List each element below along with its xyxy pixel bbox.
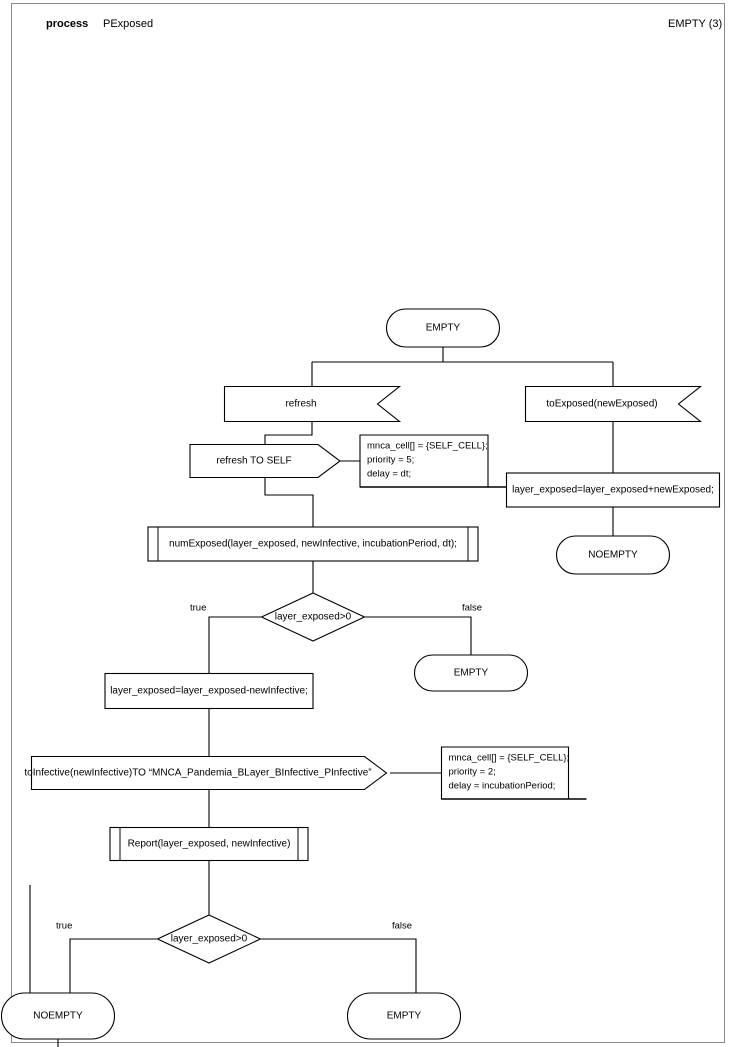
edge-e-d1-true: [208, 616, 261, 673]
node-label: layer_exposed=layer_exposed+newExposed;: [512, 485, 714, 496]
edge-e-self-to-numexp: [264, 478, 314, 527]
note-line: delay = incubationPeriod;: [449, 781, 556, 792]
nodes-layer: EMPTY refresh toExposed(newExposed) refresh…: [1, 308, 721, 1040]
node-label: EMPTY: [387, 1011, 422, 1022]
node-label: EMPTY: [454, 668, 489, 679]
edge-e-d1-false: [365, 616, 472, 655]
node-note-infective[interactable]: mnca_cell[] = {SELF_CELL}; priority = 2; d…: [440, 746, 587, 800]
node-decision-2[interactable]: layer_exposed>0: [156, 914, 262, 964]
edge-e-d2-true: [69, 938, 157, 993]
node-label: refresh: [285, 399, 316, 410]
node-label: EMPTY: [426, 323, 461, 334]
edge-e-start-split: [311, 347, 614, 386]
node-toexposed[interactable]: toExposed(newExposed): [524, 385, 703, 423]
header-process-name: PExposed: [103, 18, 154, 30]
note-line: priority = 5;: [367, 455, 414, 466]
header-status: EMPTY (3): [668, 18, 723, 30]
node-numexposed[interactable]: numExposed(layer_exposed, newInfective, …: [147, 526, 479, 562]
edges-layer: [29, 347, 614, 1047]
node-note-refresh[interactable]: mnca_cell[] = {SELF_CELL}; priority = 5; d…: [359, 434, 506, 488]
node-refresh-to-self[interactable]: refresh TO SELF: [189, 443, 341, 479]
node-label: toExposed(newExposed): [546, 399, 657, 410]
header-kind: process: [46, 18, 89, 30]
note-line: mnca_cell[] = {SELF_CELL};: [449, 753, 570, 764]
page-border: [11, 3, 725, 1043]
note-line: delay = dt;: [367, 469, 411, 480]
node-noempty-bottom[interactable]: NOEMPTY: [1, 992, 115, 1040]
node-refresh[interactable]: refresh: [223, 385, 402, 423]
node-label: numExposed(layer_exposed, newInfective, …: [169, 539, 457, 550]
edge-e-refresh-to-self: [264, 422, 313, 444]
node-label: NOEMPTY: [33, 1011, 83, 1022]
node-label: refresh TO SELF: [216, 456, 291, 467]
node-report[interactable]: Report(layer_exposed, newInfective): [109, 826, 309, 862]
edge-label-d2-false: false: [392, 921, 412, 932]
edge-labels-layer: true false true false: [56, 603, 482, 932]
node-label: Report(layer_exposed, newInfective): [128, 839, 291, 850]
node-start-empty[interactable]: EMPTY: [386, 308, 500, 348]
node-empty-mid[interactable]: EMPTY: [413, 654, 529, 692]
node-label: NOEMPTY: [588, 550, 638, 561]
edge-e-d2-false: [261, 938, 417, 993]
note-line: mnca_cell[] = {SELF_CELL};: [367, 441, 488, 452]
node-label: layer_exposed>0: [275, 612, 352, 623]
note-line: priority = 2;: [449, 767, 496, 778]
edge-label-d2-true: true: [56, 921, 72, 932]
node-noempty-right[interactable]: NOEMPTY: [556, 535, 670, 575]
edge-label-d1-true: true: [190, 603, 206, 614]
node-toinfective[interactable]: toInfective(newInfective)TO “MNCA_Pandem…: [24, 755, 388, 791]
node-layer-exposed-sub[interactable]: layer_exposed=layer_exposed-newInfective…: [104, 672, 314, 710]
node-label: layer_exposed>0: [171, 934, 248, 945]
edge-label-d1-false: false: [462, 603, 482, 614]
node-label: toInfective(newInfective)TO “MNCA_Pandem…: [24, 768, 371, 779]
node-empty-bottom[interactable]: EMPTY: [347, 992, 461, 1040]
node-decision-1[interactable]: layer_exposed>0: [260, 592, 366, 642]
node-layer-exposed-add[interactable]: layer_exposed=layer_exposed+newExposed;: [505, 472, 721, 508]
node-label: layer_exposed=layer_exposed-newInfective…: [110, 686, 308, 697]
